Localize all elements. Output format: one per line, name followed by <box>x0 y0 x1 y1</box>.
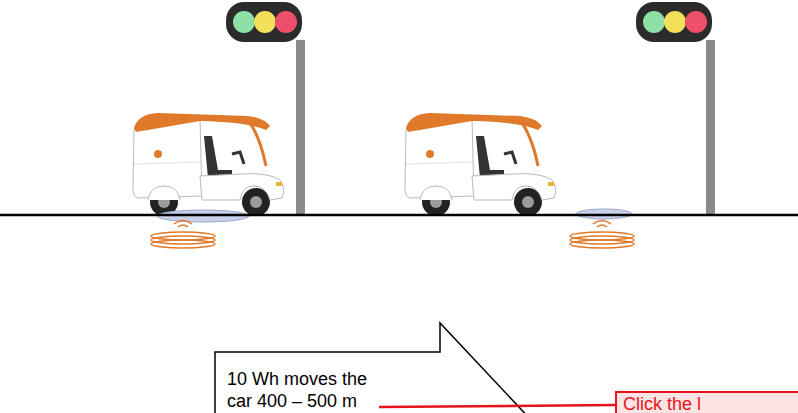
road-surface <box>0 214 798 217</box>
callout-box: Click the l <box>615 391 798 413</box>
callout-text: Click the l <box>617 393 798 413</box>
traffic-light <box>636 2 712 42</box>
signal-pole <box>296 40 305 216</box>
charging-coil <box>570 221 634 249</box>
traffic-light <box>226 2 302 42</box>
arrow-label: 10 Wh moves the car 400 – 500 m <box>227 368 373 412</box>
signal-pole <box>706 40 715 216</box>
arrow-outline <box>215 323 533 413</box>
electric-car <box>133 113 284 216</box>
charging-coil <box>151 221 215 249</box>
electric-car <box>405 113 556 216</box>
arrow-shape: 10 Wh moves the car 400 – 500 m <box>213 322 543 413</box>
